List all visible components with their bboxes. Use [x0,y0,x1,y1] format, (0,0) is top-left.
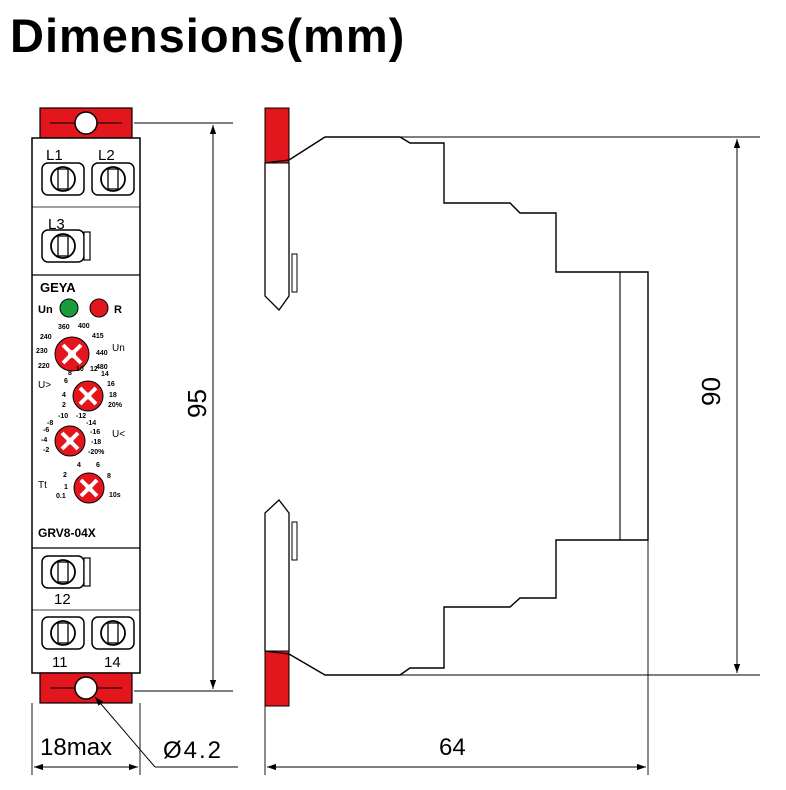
knob-u-under-scale-0: -10 [58,413,68,420]
dimension-label-18max: 18max [40,734,112,761]
knob-un-scale-3: 240 [40,334,52,341]
top-mounting-hole [74,111,98,135]
front-view: L1 L2 L3 GEYA Un R [31,107,141,704]
knob-un-label: Un [112,343,125,354]
knob-u-over-scale-8: 4 [62,392,66,399]
dimension-label-90: 90 [696,377,726,406]
knob-u-under-scale-2: -8 [47,420,53,427]
knob-u-over-scale-1: 8 [68,370,72,377]
dimension-width-18: 18max [31,703,141,775]
knob-un-scale-2: 415 [92,333,104,340]
knob-u-under-scale-8: -2 [43,447,49,454]
model-label: GRV8-04X [38,526,96,540]
knob-u-under-scale-4: -6 [43,427,49,434]
knob-u-under-scale-9: -20% [88,449,105,456]
terminal-screw-12 [41,555,91,589]
knob-u-under-scale-5: -16 [90,429,100,436]
knob-un-scale-1: 400 [78,323,90,330]
side-din-profile [264,159,290,655]
side-top-clip [264,107,290,164]
knob-u-over-scale-7: 20% [108,402,123,409]
knob-u-over-label: U> [38,380,51,391]
knob-u-under-scale-1: -12 [76,413,86,420]
side-outline [288,136,649,676]
knob-u-under-scale-3: -14 [86,420,96,427]
brand-logo: GEYA [40,280,76,295]
knob-u-under-scale-6: -4 [41,437,47,444]
knob-u-over-scale-3: 12 [90,366,98,373]
bottom-mounting-hole [74,676,98,700]
dimension-label-95: 95 [182,389,212,418]
knob-u-over-scale-0: 6 [64,378,68,385]
side-notch-bottom [291,521,298,561]
knob-u-under-scale-7: -18 [91,439,101,446]
knob-tt-label: Tt [38,480,47,491]
knob-u-under-label: U< [112,429,125,440]
terminal-label-l2: L2 [98,147,115,164]
terminal-screw-14 [91,616,135,650]
terminal-label-14: 14 [104,654,121,671]
led-un-green [59,298,79,318]
knob-u-over-scale-4: 14 [101,371,109,378]
terminal-screw-l3 [41,229,91,263]
side-view [264,107,649,707]
terminal-screw-l2 [91,162,135,196]
led-r-red [89,298,109,318]
side-bottom-clip [264,650,290,707]
knob-un-scale-7: 220 [38,363,50,370]
knob-u-under [54,425,86,457]
led-label-un: Un [38,304,53,316]
knob-tt-scale-1: 4 [77,462,81,469]
knob-tt-scale-3: 8 [107,473,111,480]
terminal-label-12: 12 [54,591,71,608]
knob-un-scale-6: 480 [96,364,108,371]
knob-tt-scale-2: 6 [96,462,100,469]
side-notch-top [291,253,298,293]
knob-un [54,336,90,372]
knob-u-over [72,380,104,412]
knob-tt-scale-0: 2 [63,472,67,479]
knob-u-over-scale-9: 2 [62,402,66,409]
knob-tt-scale-5: 1 [64,484,68,491]
knob-un-scale-0: 360 [58,324,70,331]
terminal-label-11: 11 [52,654,68,671]
terminal-screw-11 [41,616,85,650]
dimension-hole: Ø4.2 [94,696,238,768]
dimension-label-hole: Ø4.2 [163,737,223,764]
terminal-screw-l1 [41,162,85,196]
dimension-height-95: 95 [134,122,233,692]
knob-u-over-scale-2: 10 [76,366,84,373]
dimension-depth-64: 64 [264,540,649,775]
knob-un-scale-4: 440 [96,350,108,357]
page-title: Dimensions(mm) [10,9,406,62]
terminal-label-l3: L3 [48,216,65,233]
knob-tt [73,472,105,504]
knob-u-over-scale-5: 16 [107,381,115,388]
led-label-r: R [114,304,122,316]
terminal-label-l1: L1 [46,147,63,164]
knob-un-scale-5: 230 [36,348,48,355]
dimension-height-90: 90 [400,136,760,676]
knob-tt-scale-6: 0.1 [56,493,66,500]
knob-tt-scale-4: 10s [109,492,121,499]
knob-u-over-scale-6: 18 [109,392,117,399]
dimension-label-64: 64 [439,734,466,761]
